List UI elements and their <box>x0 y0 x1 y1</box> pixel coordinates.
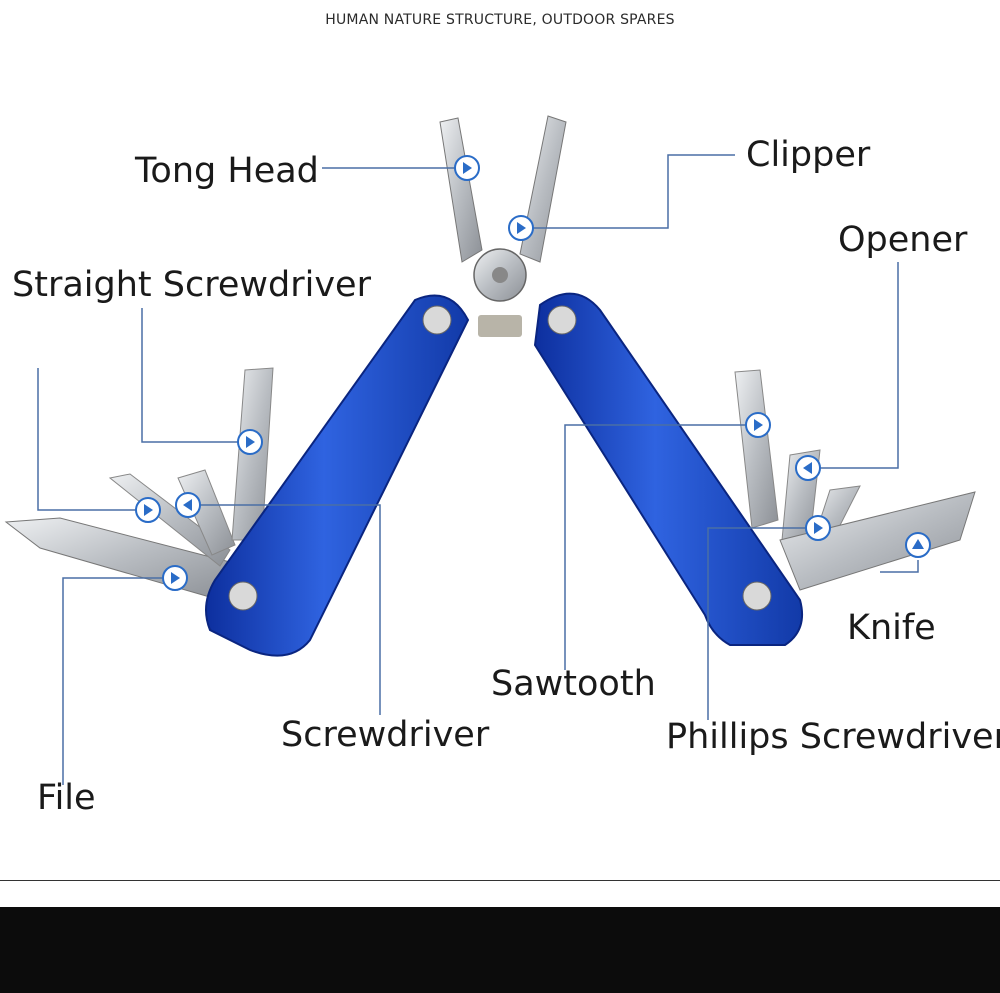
label-file: File <box>37 778 96 818</box>
label-sawtooth: Sawtooth <box>491 664 656 704</box>
label-tong-head: Tong Head <box>135 151 319 191</box>
marker-arrows <box>144 162 924 584</box>
markers <box>135 155 931 591</box>
divider-line <box>0 880 1000 881</box>
spring <box>478 315 522 337</box>
label-straight-screwdriver: Straight Screwdriver <box>12 265 371 305</box>
left-handle <box>205 294 470 657</box>
label-clipper: Clipper <box>746 135 871 175</box>
footer-band <box>0 907 1000 993</box>
knife-blade <box>779 491 976 591</box>
right-handle <box>533 292 804 646</box>
multitool-diagram <box>4 115 976 785</box>
leader-lines <box>37 154 919 785</box>
label-opener: Opener <box>838 220 968 260</box>
label-phillips-screwdriver: Phillips Screwdriver <box>666 717 1000 757</box>
label-screwdriver: Screwdriver <box>281 715 490 755</box>
saw-blade <box>734 369 779 529</box>
label-knife: Knife <box>847 608 936 648</box>
page-subtitle: HUMAN NATURE STRUCTURE, OUTDOOR SPARES <box>325 12 675 28</box>
